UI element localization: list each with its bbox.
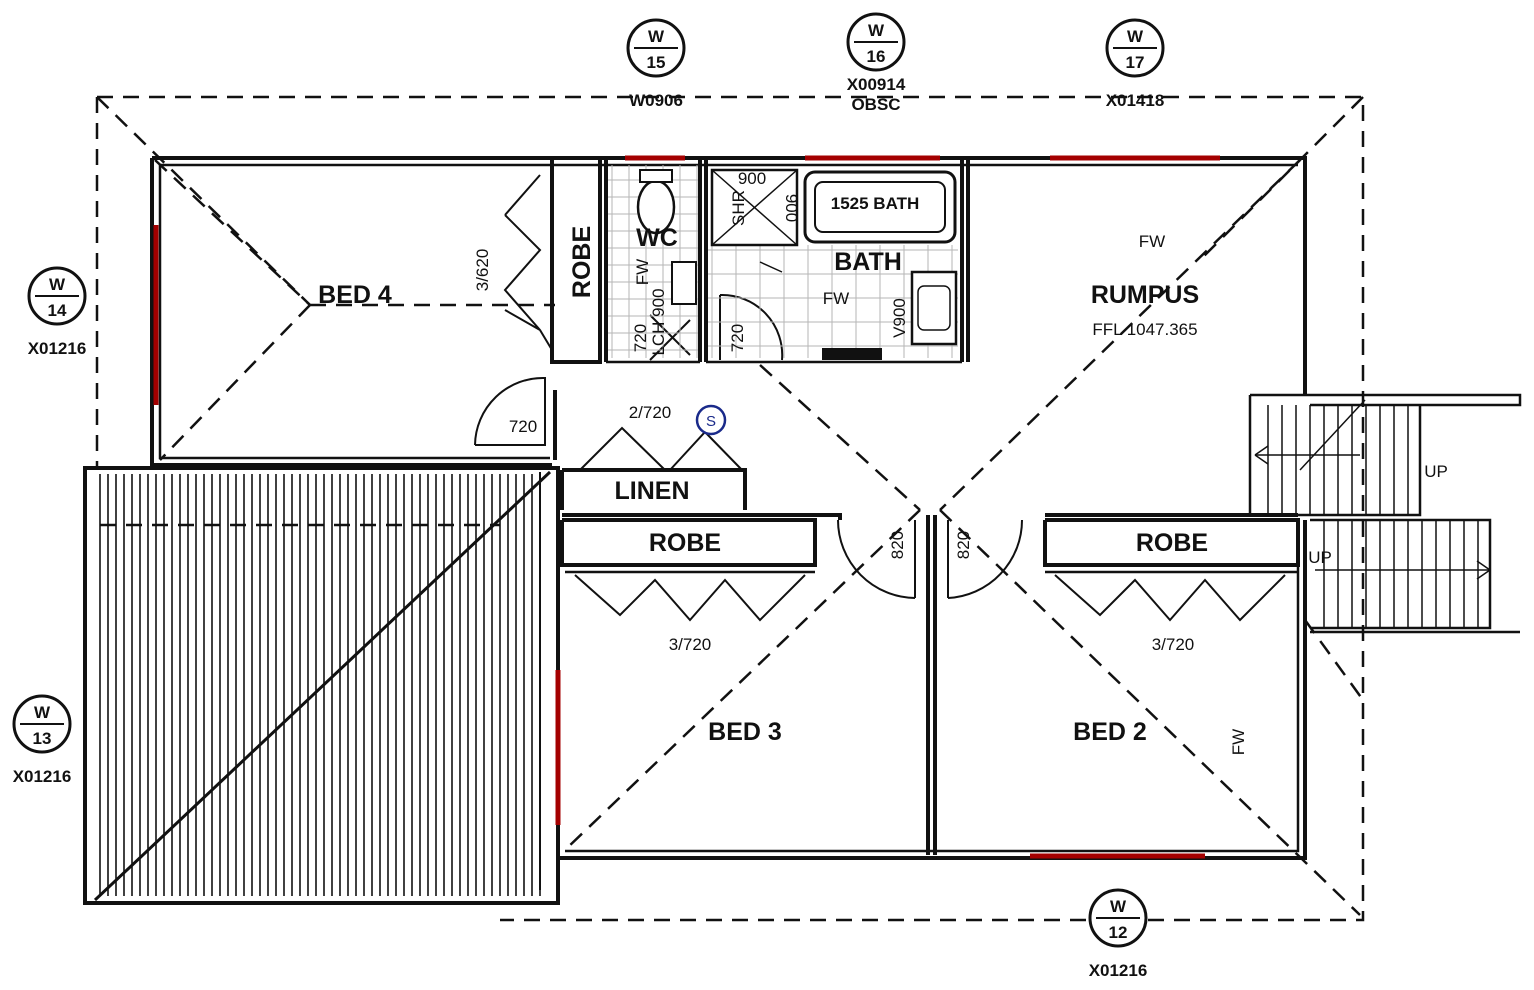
label-door-robe-bed3: 3/720: [669, 635, 712, 654]
internal-walls: [550, 158, 1300, 855]
stairs: [1248, 393, 1522, 634]
room-labels: BED 4 BED 3 BED 2 RUMPUS WC BATH LINEN R…: [318, 224, 1208, 746]
window-tag-number: 15: [647, 53, 666, 72]
window-tags: W15W0906W16X00914OBSCW17X01418W14X01216W…: [12, 12, 1165, 980]
window-tag-mark: W: [49, 275, 66, 294]
label-door-bath: 720: [728, 324, 747, 352]
door-labels: 720 720 720 2/720 3/720 3/720 3/620 820 …: [473, 249, 1194, 654]
label-bed-4: BED 4: [318, 281, 392, 309]
window-tag-mark: W: [34, 703, 51, 722]
label-door-bed4: 720: [509, 417, 537, 436]
label-door-robe-bed2: 3/720: [1152, 635, 1195, 654]
window-tag-code: X01418: [1106, 91, 1165, 110]
label-fw-bed2: FW: [1229, 729, 1248, 755]
label-shower: SHR: [729, 190, 748, 226]
window-tag-code: X00914: [847, 75, 906, 94]
window-tag-mark: W: [868, 21, 885, 40]
label-shower-width: 900: [738, 169, 766, 188]
label-bath: BATH: [834, 248, 902, 276]
window-tag-note: OBSC: [851, 95, 900, 114]
label-robe-bed2: ROBE: [1136, 529, 1208, 557]
label-shower-depth: 900: [782, 194, 801, 222]
fixture-labels: 1525 BATH 900 900 SHR V900 FW FW FW FW L…: [633, 169, 1448, 755]
window-tag-number: 14: [48, 301, 67, 320]
label-bed-3: BED 3: [708, 718, 782, 746]
window-tag-code: X01216: [1089, 961, 1148, 980]
label-door-wc: 720: [631, 324, 650, 352]
label-bath-size: 1525 BATH: [831, 194, 920, 213]
window-openings: [153, 155, 1220, 859]
label-linen-cupboard: LCH 900: [649, 288, 668, 355]
label-door-bed2: 820: [954, 531, 973, 559]
window-tag-number: 17: [1126, 53, 1145, 72]
window-tag-number: 12: [1109, 923, 1128, 942]
label-door-robe-bed4: 3/620: [473, 249, 492, 292]
label-robe-bed4: ROBE: [568, 226, 596, 298]
window-tag-mark: W: [648, 27, 665, 46]
window-tag-mark: W: [1127, 27, 1144, 46]
label-ffl: FFL 1047.365: [1092, 320, 1197, 339]
label-stair-up-upper: UP: [1424, 462, 1448, 481]
label-linen: LINEN: [615, 477, 690, 505]
label-door-linen: 2/720: [629, 403, 672, 422]
bathroom-fixtures: [608, 165, 958, 360]
window-tag-code: X01216: [13, 767, 72, 786]
label-fw-rumpus: FW: [1139, 232, 1165, 251]
label-stair-up-lower: UP: [1308, 548, 1332, 567]
garage-roof-hatch: [83, 466, 560, 905]
label-fw-wc: FW: [633, 259, 652, 285]
label-rumpus: RUMPUS: [1091, 281, 1199, 309]
smoke-detector-label: S: [706, 413, 716, 430]
window-tag-code: X01216: [28, 339, 87, 358]
window-tag-code: W0906: [629, 91, 683, 110]
label-robe-bed3: ROBE: [649, 529, 721, 557]
label-door-bed3: 820: [888, 531, 907, 559]
window-tag-number: 13: [33, 729, 52, 748]
external-walls: [150, 156, 1307, 860]
smoke-detector-icon: S: [695, 404, 727, 436]
roof-outline: [95, 95, 1365, 922]
label-wc: WC: [636, 224, 678, 252]
window-tag-mark: W: [1110, 897, 1127, 916]
label-fw-bath: FW: [823, 289, 849, 308]
label-bed-2: BED 2: [1073, 718, 1147, 746]
window-tag-number: 16: [867, 47, 886, 66]
doors: [474, 174, 1286, 622]
label-vanity: V900: [890, 298, 909, 338]
